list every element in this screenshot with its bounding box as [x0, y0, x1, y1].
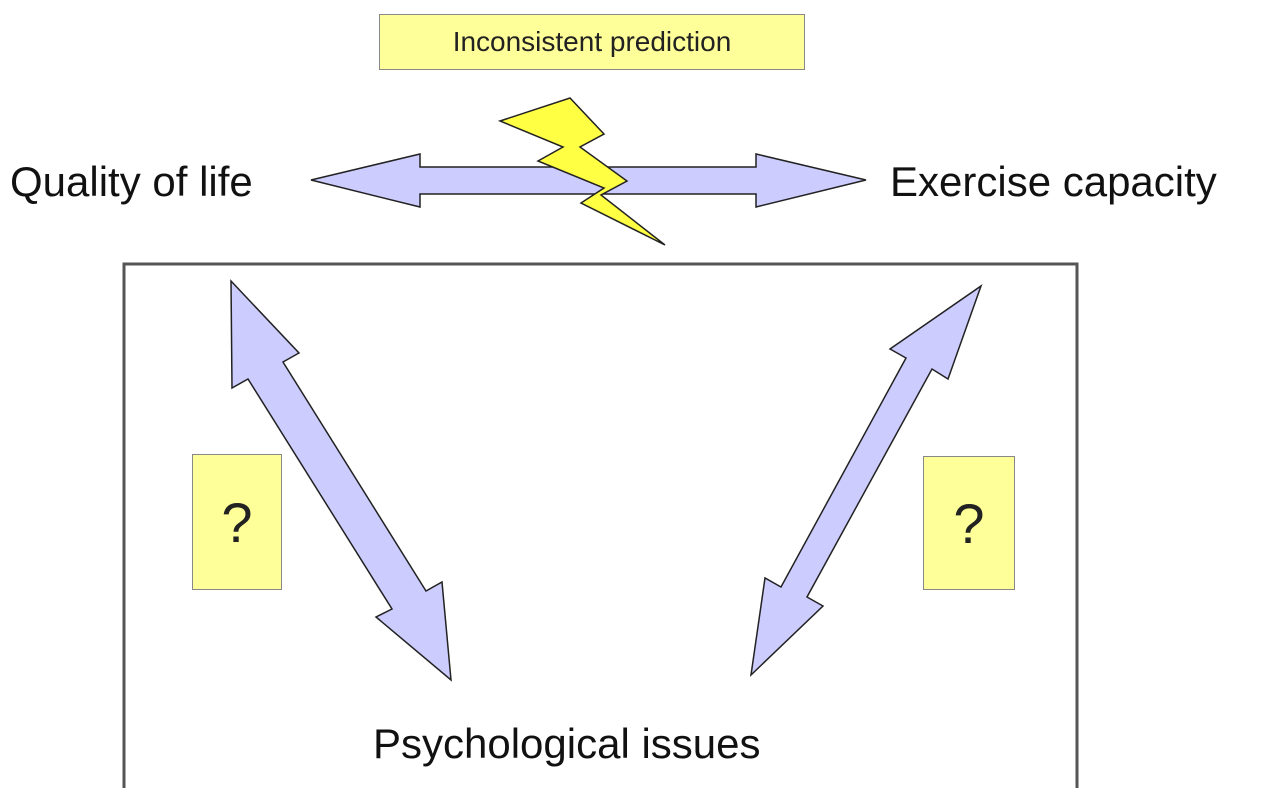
- psychological-issues-label: Psychological issues: [373, 720, 761, 767]
- right-question-callout: ?: [923, 456, 1015, 590]
- exercise-capacity-label: Exercise capacity: [890, 158, 1217, 205]
- psychology-frame: [122, 262, 1079, 788]
- left-question-callout: ?: [192, 454, 282, 590]
- quality-psychology-double-arrow: [230, 279, 452, 682]
- lightning-bolt-icon: [497, 97, 666, 246]
- quality-of-life-label: Quality of life: [10, 158, 253, 205]
- inconsistent-prediction-callout: Inconsistent prediction: [379, 14, 805, 70]
- exercise-psychology-double-arrow: [749, 284, 983, 678]
